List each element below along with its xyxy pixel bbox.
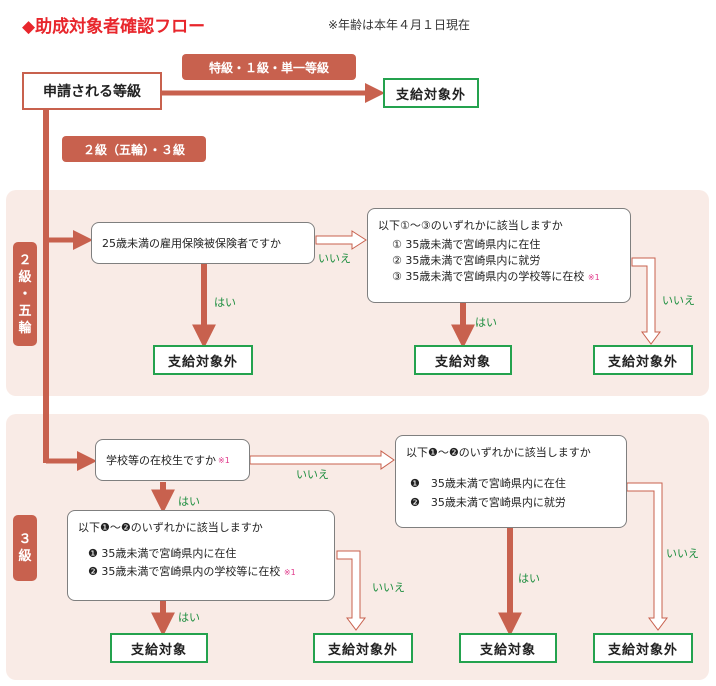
- lower-grade-pill: ２級（五輪）・３級: [62, 136, 206, 162]
- sec2-reference-mark: ※1: [587, 273, 600, 282]
- sec3-qa-yes-label: はい: [178, 611, 200, 624]
- sec2-q2-no-label: いいえ: [662, 294, 695, 307]
- sec3-nonstudent-condition-item: ❶ 35歳未満で宮崎県内に在住: [410, 477, 566, 490]
- sec2-q1-yes-label: はい: [214, 296, 236, 309]
- sec2-q2-yes-label: はい: [475, 316, 497, 329]
- sec3-qb-not-eligible-result: 支給対象外: [593, 633, 693, 663]
- sec3-student-conditions-title: 以下❶〜❷のいずれかに該当しますか: [78, 521, 263, 534]
- sec2-q2-eligible-result: 支給対象: [414, 345, 512, 375]
- section-2-tab: ２ 級 ・ 五 輪: [13, 242, 37, 346]
- section-2-tab-char: 輪: [18, 320, 32, 336]
- sec3-nonstudent-conditions-question: 以下❶〜❷のいずれかに該当しますか ❶ 35歳未満で宮崎県内に在住 ❷ 35歳未…: [395, 435, 627, 528]
- sec3-nonstudent-condition-item: ❷ 35歳未満で宮崎県内に就労: [410, 496, 566, 509]
- application-grade-box: 申請される等級: [22, 72, 162, 110]
- section-3-tab-char: ３: [18, 532, 32, 547]
- sec3-q1-no-label: いいえ: [296, 468, 329, 481]
- sec2-condition-item: ① 35歳未満で宮崎県内に在住: [392, 238, 541, 251]
- section-3-tab-char: 級: [18, 549, 32, 564]
- sec3-qb-yes-label: はい: [518, 572, 540, 585]
- sec3-qa-not-eligible-result: 支給対象外: [313, 633, 413, 663]
- employment-insurance-question: 25歳未満の雇用保険被保険者ですか: [91, 222, 315, 264]
- sec3-student-condition-item: ❶ 35歳未満で宮崎県内に在住: [88, 547, 237, 560]
- sec2-conditions-question: 以下①〜③のいずれかに該当しますか ① 35歳未満で宮崎県内に在住 ② 35歳未…: [367, 208, 631, 303]
- sec2-condition-item-3: ③ 35歳未満で宮崎県内の学校等に在校 ※1: [378, 269, 620, 286]
- sec3-q1-reference-mark: ※1: [218, 455, 230, 465]
- sec2-condition-item-text: ③ 35歳未満で宮崎県内の学校等に在校: [392, 270, 585, 283]
- student-question-text: 学校等の在校生ですか: [106, 454, 216, 467]
- page-title: ◆助成対象者確認フロー: [22, 17, 206, 37]
- sec3-student-condition-item-2: ❷ 35歳未満で宮崎県内の学校等に在校 ※1: [78, 563, 324, 582]
- sec3-q1-yes-label: はい: [178, 495, 200, 508]
- sec2-q1-not-eligible-result: 支給対象外: [153, 345, 253, 375]
- sec3-qa-no-label: いいえ: [372, 581, 405, 594]
- section-2-tab-char: 級: [18, 269, 32, 285]
- sec2-conditions-title: 以下①〜③のいずれかに該当しますか: [378, 219, 563, 232]
- student-question: 学校等の在校生ですか ※1: [95, 439, 250, 481]
- top-not-eligible-result: 支給対象外: [383, 78, 479, 108]
- sec2-q1-no-label: いいえ: [318, 252, 351, 265]
- sec3-student-condition-item-text: ❷ 35歳未満で宮崎県内の学校等に在校: [88, 565, 281, 578]
- top-grade-pill: 特級・１級・単一等級: [182, 54, 356, 80]
- sec2-q2-not-eligible-result: 支給対象外: [593, 345, 693, 375]
- sec3-nonstudent-conditions-title: 以下❶〜❷のいずれかに該当しますか: [406, 446, 591, 459]
- sec3-student-conditions-question: 以下❶〜❷のいずれかに該当しますか ❶ 35歳未満で宮崎県内に在住 ❷ 35歳未…: [67, 510, 335, 601]
- age-note: ※年齢は本年４月１日現在: [328, 18, 471, 32]
- sec2-condition-item: ② 35歳未満で宮崎県内に就労: [392, 254, 541, 267]
- sec3-qa-reference-mark: ※1: [283, 568, 296, 577]
- section-2-tab-char: 五: [18, 303, 32, 319]
- sec3-qa-eligible-result: 支給対象: [110, 633, 208, 663]
- employment-insurance-question-text: 25歳未満の雇用保険被保険者ですか: [102, 237, 281, 250]
- section-2-tab-char: ２: [18, 252, 32, 268]
- sec3-qb-no-label: いいえ: [666, 547, 699, 560]
- sec3-qb-eligible-result: 支給対象: [459, 633, 557, 663]
- section-2-tab-char: ・: [18, 286, 32, 302]
- section-3-tab: ３ 級: [13, 515, 37, 581]
